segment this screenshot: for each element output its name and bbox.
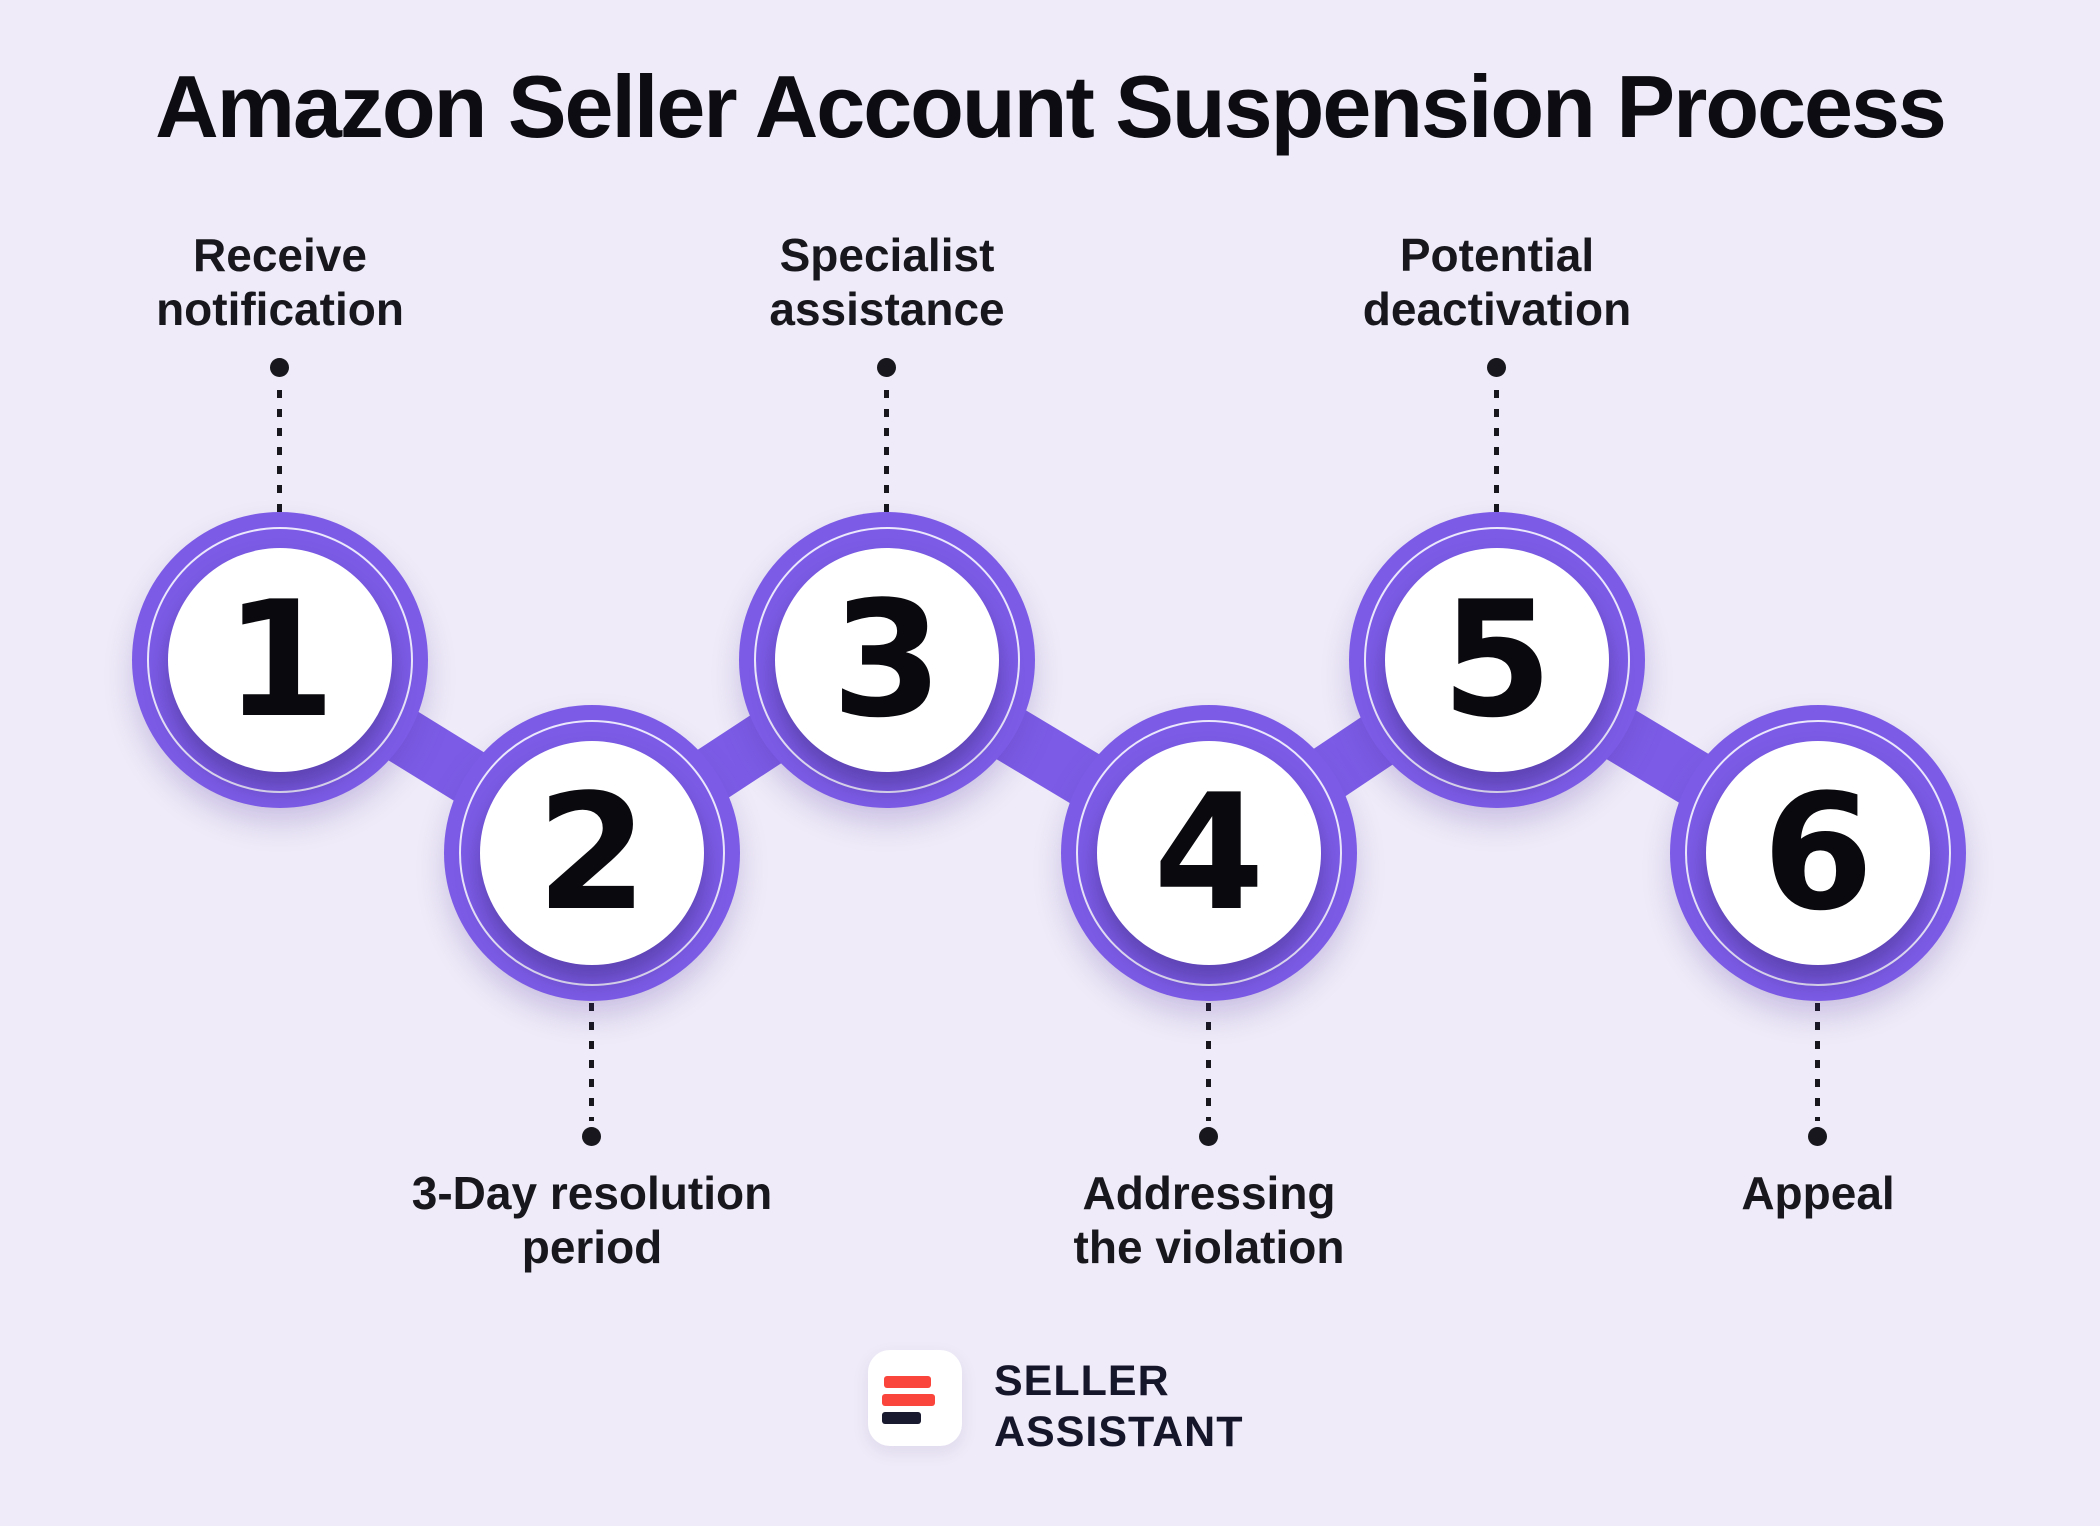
step-6-label: Appeal xyxy=(1598,1166,2038,1220)
page-title: Amazon Seller Account Suspension Process xyxy=(155,57,1947,156)
step-5-leader-dot xyxy=(1487,358,1506,377)
step-4-hairline-ring xyxy=(1076,720,1342,986)
step-2-label: 3-Day resolution period xyxy=(372,1166,812,1274)
step-5-label-line1: Potential xyxy=(1399,229,1595,281)
step-6-leader-line xyxy=(1815,1003,1820,1121)
step-6-leader-dot xyxy=(1808,1127,1827,1146)
step-3-label-line2: assistance xyxy=(769,283,1005,335)
step-2-label-line1: 3-Day resolution xyxy=(411,1167,773,1219)
step-4-number: 4 xyxy=(1153,759,1265,946)
step-5-hairline-ring xyxy=(1364,527,1630,793)
step-3-leader-line xyxy=(884,390,889,512)
step-3-label-line1: Specialist xyxy=(779,229,995,281)
logo-text-line1: SELLER xyxy=(994,1357,1170,1405)
step-1-hairline-ring xyxy=(147,527,413,793)
step-1-leader-dot xyxy=(270,358,289,377)
step-3-inner-circle: 3 xyxy=(775,548,999,772)
step-1-label-line1: Receive xyxy=(193,229,367,281)
step-2-leader-line xyxy=(589,1003,594,1121)
step-2-hairline-ring xyxy=(459,720,725,986)
step-4-inner-circle: 4 xyxy=(1097,741,1321,965)
step-3-leader-dot xyxy=(877,358,896,377)
step-5-circle: 5 xyxy=(1349,512,1645,808)
step-1-number: 1 xyxy=(224,566,336,753)
step-5-label: Potential deactivation xyxy=(1277,228,1717,336)
step-2-leader-dot xyxy=(582,1127,601,1146)
step-5-label-line2: deactivation xyxy=(1362,283,1632,335)
step-5-number: 5 xyxy=(1441,566,1553,753)
step-2-number: 2 xyxy=(536,759,648,946)
step-4-label: Addressing the violation xyxy=(989,1166,1429,1274)
step-5-inner-circle: 5 xyxy=(1385,548,1609,772)
step-4-circle: 4 xyxy=(1061,705,1357,1001)
step-6-hairline-ring xyxy=(1685,720,1951,986)
step-6-number: 6 xyxy=(1762,759,1874,946)
logo-bar-red-top xyxy=(884,1376,931,1388)
seller-assistant-logo-text: SELLER ASSISTANT xyxy=(994,1356,1244,1458)
step-5-leader-line xyxy=(1494,390,1499,512)
logo-bar-navy-bottom xyxy=(882,1412,921,1424)
step-1-leader-line xyxy=(277,390,282,512)
step-6-label-line1: Appeal xyxy=(1741,1167,1895,1219)
step-3-number: 3 xyxy=(831,566,943,753)
step-4-leader-line xyxy=(1206,1003,1211,1121)
step-3-label: Specialist assistance xyxy=(667,228,1107,336)
step-6-circle: 6 xyxy=(1670,705,1966,1001)
step-4-leader-dot xyxy=(1199,1127,1218,1146)
step-6-inner-circle: 6 xyxy=(1706,741,1930,965)
step-2-inner-circle: 2 xyxy=(480,741,704,965)
step-4-label-line1: Addressing xyxy=(1082,1167,1336,1219)
step-1-label-line2: notification xyxy=(156,283,404,335)
step-3-circle: 3 xyxy=(739,512,1035,808)
step-2-label-line2: period xyxy=(521,1221,663,1273)
step-4-label-line2: the violation xyxy=(1073,1221,1345,1273)
logo-text-line2: ASSISTANT xyxy=(994,1408,1244,1456)
step-1-label: Receive notification xyxy=(60,228,500,336)
logo-bar-red-middle xyxy=(882,1394,935,1406)
step-2-circle: 2 xyxy=(444,705,740,1001)
step-3-hairline-ring xyxy=(754,527,1020,793)
seller-assistant-logo-icon xyxy=(868,1350,962,1446)
step-1-inner-circle: 1 xyxy=(168,548,392,772)
step-1-circle: 1 xyxy=(132,512,428,808)
